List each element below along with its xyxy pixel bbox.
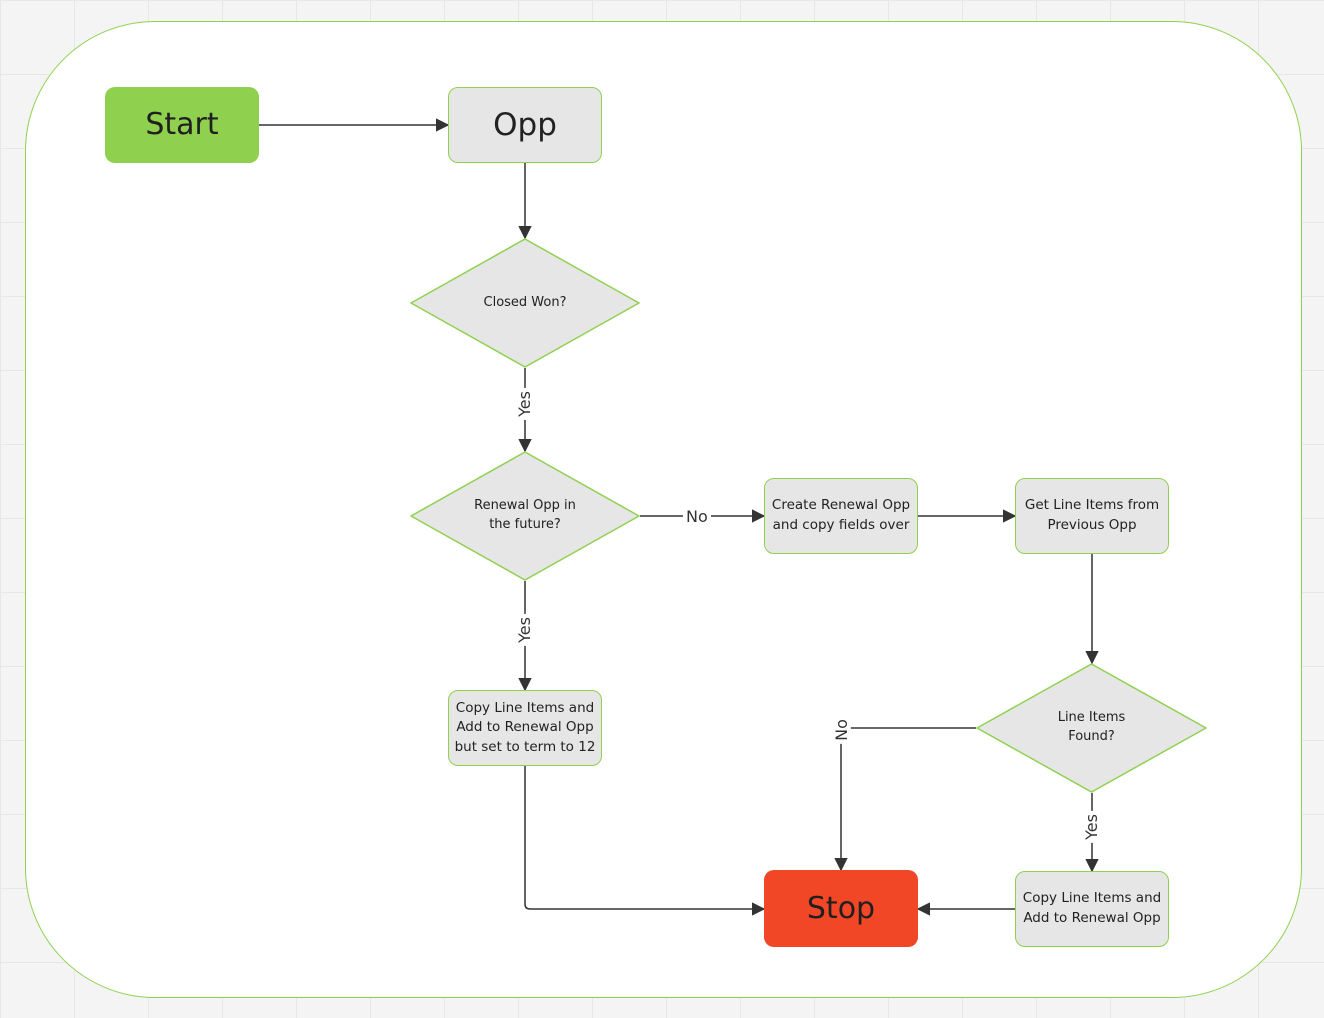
stop-label: Stop (806, 890, 876, 926)
stop-node[interactable]: Stop (764, 870, 918, 947)
renewal-future-label: Renewal Opp in the future? (474, 498, 576, 532)
copy-term12-node[interactable]: Copy Line Items and Add to Renewal Opp b… (448, 690, 602, 766)
renewal-future-decision[interactable]: Renewal Opp in the future? (410, 451, 640, 581)
opp-node[interactable]: Opp (448, 87, 602, 163)
opp-label: Opp (493, 106, 557, 143)
edge-copy12-to-stop (524, 766, 766, 916)
renewal-no-label: No (683, 508, 711, 526)
closed-won-label: Closed Won? (483, 294, 567, 310)
renewal-yes-label: Yes (515, 614, 534, 646)
copy-add-label: Copy Line Items and Add to Renewal Opp (1022, 890, 1162, 926)
copy-add-node[interactable]: Copy Line Items and Add to Renewal Opp (1015, 871, 1169, 947)
renewal-future-diamond-shape (410, 451, 640, 581)
found-no-label: No (832, 716, 851, 744)
get-line-items-label: Get Line Items from Previous Opp (1024, 497, 1160, 533)
start-node[interactable]: Start (105, 87, 259, 163)
create-renewal-label: Create Renewal Opp and copy fields over (771, 497, 911, 533)
start-label: Start (145, 107, 219, 143)
closed-won-yes-label: Yes (515, 388, 534, 420)
line-items-found-diamond-shape (976, 663, 1207, 793)
copy-term12-label: Copy Line Items and Add to Renewal Opp b… (454, 699, 596, 755)
line-items-found-decision[interactable]: Line Items Found? (976, 663, 1207, 793)
get-line-items-node[interactable]: Get Line Items from Previous Opp (1015, 478, 1169, 554)
line-items-found-label: Line Items Found? (1057, 710, 1126, 744)
edge-found-to-stop (834, 727, 976, 872)
create-renewal-node[interactable]: Create Renewal Opp and copy fields over (764, 478, 918, 554)
closed-won-decision[interactable]: Closed Won? (410, 238, 640, 368)
found-yes-label: Yes (1082, 811, 1101, 843)
closed-won-diamond-shape (410, 238, 640, 368)
